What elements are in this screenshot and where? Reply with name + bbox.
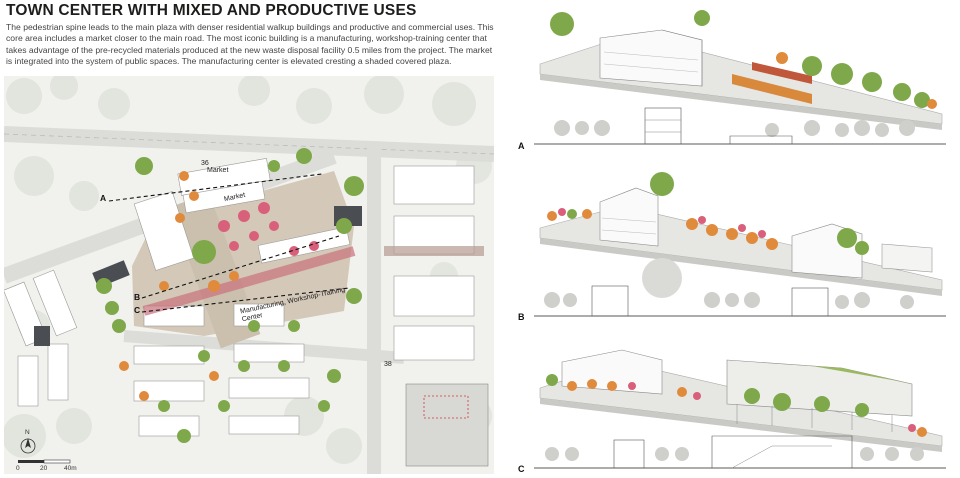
road-number-label: 36 — [201, 160, 209, 167]
section-b-drawing — [534, 172, 946, 317]
section-cut-lines — [108, 173, 350, 313]
section-c-panel: C — [512, 340, 956, 476]
section-letter-c: C — [518, 464, 525, 474]
site-plan: 36 38 Market Market Manufacturing, Works… — [4, 76, 494, 474]
section-a-panel: A — [512, 4, 956, 152]
north-label: N — [25, 429, 30, 436]
section-key-b: B — [134, 292, 141, 302]
page-title: TOWN CENTER WITH MIXED AND PRODUCTIVE US… — [6, 2, 417, 19]
market-label: Market — [207, 167, 229, 174]
road-number-label: 38 — [384, 361, 392, 368]
scale-mid: 20 — [40, 465, 48, 472]
intro-paragraph: The pedestrian spine leads to the main p… — [6, 22, 494, 67]
section-letter-a: A — [518, 141, 525, 151]
section-key-c: C — [134, 305, 141, 315]
site-plan-drawing — [4, 76, 494, 474]
section-key-a: A — [100, 193, 107, 203]
section-b-panel: B — [512, 168, 956, 322]
section-c-drawing — [534, 349, 946, 469]
section-letter-b: B — [518, 312, 525, 322]
scale-end: 40m — [64, 465, 77, 472]
tree-canopy — [96, 148, 364, 443]
scale-zero: 0 — [16, 465, 20, 472]
section-a-drawing — [534, 10, 946, 145]
